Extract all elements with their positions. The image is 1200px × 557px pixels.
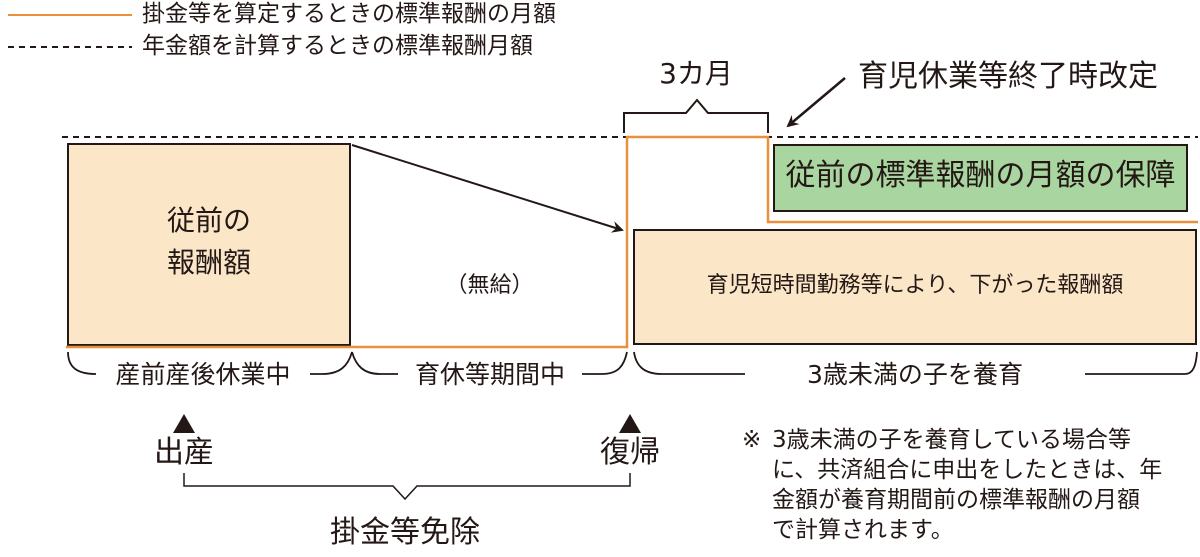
under-three-brace: [633, 351, 1198, 375]
legend-label-pension: 年金額を計算するときの標準報酬月額: [142, 33, 533, 59]
return-triangle: [619, 414, 641, 433]
exemption-label: 掛金等免除: [330, 515, 480, 550]
return-label: 復帰: [600, 435, 660, 470]
note-marker: ※: [742, 427, 762, 453]
legend-label-contribution: 掛金等を算定するときの標準報酬の月額: [142, 1, 556, 27]
note-line-1: ※ 3歳未満の子を養育している場合等: [742, 425, 1197, 455]
note-block: ※ 3歳未満の子を養育している場合等 に、共済組合に申出をしたときは、年 金額が養…: [742, 425, 1197, 545]
childcare-brace: [351, 351, 628, 375]
guarantee-box: [773, 144, 1188, 212]
childcare-period-label: 育休等期間中: [414, 360, 565, 389]
note-line-4: で計算されます。: [772, 517, 954, 543]
birth-triangle: [173, 414, 195, 433]
three-month-bracket: [623, 98, 769, 133]
prior-pay-label-line2: 報酬額: [166, 246, 251, 279]
contribution-line: [66, 135, 1198, 349]
unpaid-label: （無給）: [445, 273, 534, 298]
prior-pay-label-line1: 従前の: [166, 204, 251, 237]
reduced-pay-label: 育児短時間勤務等により、下がった報酬額: [706, 273, 1124, 298]
maternity-brace: [67, 351, 353, 375]
birth-label: 出産: [154, 435, 214, 470]
under-three-period-label: 3歳未満の子を養育: [807, 360, 1023, 389]
revision-arrow: [786, 77, 846, 128]
note-text-1: 3歳未満の子を養育している場合等: [772, 427, 1131, 453]
exemption-brace: [183, 473, 631, 501]
note-line-2: に、共済組合に申出をしたときは、年: [772, 457, 1163, 483]
pay-drop-arrow: [351, 144, 624, 233]
maternity-period-label: 産前産後休業中: [115, 360, 291, 389]
guarantee-label: 従前の標準報酬の月額の保障: [785, 158, 1176, 193]
reduced-pay-box: [633, 229, 1197, 345]
three-months-label: 3カ月: [659, 57, 733, 90]
revision-label: 育児休業等終了時改定: [858, 59, 1158, 94]
prior-pay-box: [67, 143, 351, 346]
note-line-3: 金額が養育期間前の標準報酬の月額: [772, 487, 1140, 513]
